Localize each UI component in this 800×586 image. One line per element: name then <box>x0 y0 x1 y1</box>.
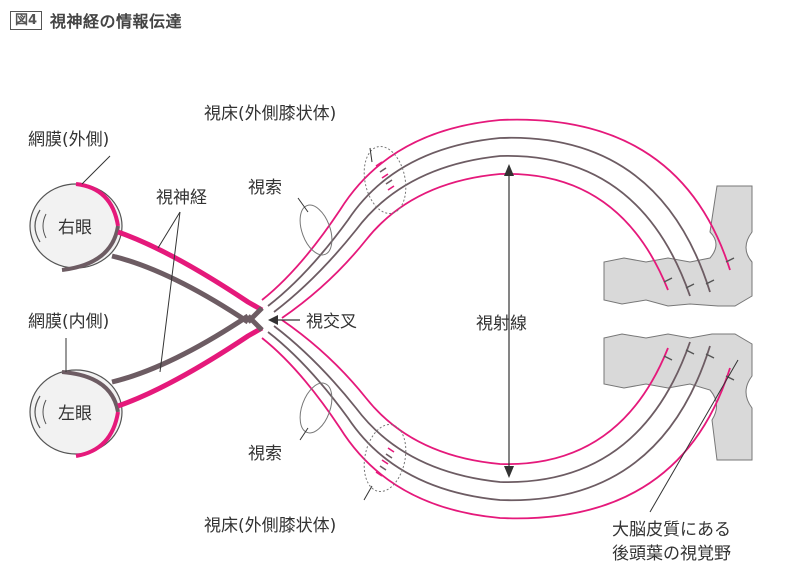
optic-radiation-arrow <box>504 164 514 478</box>
label-optic-tract-bottom: 視索 <box>248 444 282 464</box>
cortex-upper-block <box>603 185 753 307</box>
label-visual-cortex-line2: 後頭葉の視覚野 <box>612 544 731 564</box>
left-eye <box>29 369 123 458</box>
left-retina-inner-arc <box>61 370 120 413</box>
label-optic-nerve: 視神経 <box>156 188 207 208</box>
upper-pathways <box>261 118 731 319</box>
label-visual-cortex-line1: 大脳皮質にある <box>612 520 731 540</box>
label-lgn-top: 視床(外側膝状体) <box>204 104 337 124</box>
figure-header: 図4 視神経の情報伝達 <box>10 8 182 32</box>
label-right-eye: 右眼 <box>58 218 92 238</box>
right-eye <box>29 182 123 272</box>
right-retina-inner-arc <box>61 225 120 272</box>
optic-tract-outlines <box>299 204 333 434</box>
label-lgn-bottom: 視床(外側膝状体) <box>204 516 337 536</box>
label-left-eye: 左眼 <box>58 404 92 424</box>
leader-lines <box>65 147 739 513</box>
label-optic-radiation: 視射線 <box>476 314 527 334</box>
optic-nerves <box>111 229 264 409</box>
lgn-synapse-marks <box>375 161 395 477</box>
label-retina-inner: 網膜(内側) <box>28 312 110 332</box>
left-retina-outer-arc <box>75 411 120 458</box>
lgn-dotted-outlines <box>363 145 407 493</box>
visual-cortex-shape <box>603 185 753 461</box>
label-optic-tract-top: 視索 <box>248 178 282 198</box>
optic-chiasm <box>246 306 264 332</box>
lower-pathways <box>261 319 731 520</box>
figure-number-badge: 図4 <box>10 10 43 30</box>
cortex-synapse-marks <box>663 257 735 381</box>
right-retina-outer-arc <box>75 182 120 227</box>
cortex-lower-block <box>603 333 753 461</box>
figure-title: 視神経の情報伝達 <box>50 12 183 31</box>
label-retina-outer: 網膜(外側) <box>28 130 110 150</box>
label-visual-cortex: 大脳皮質にある 後頭葉の視覚野 <box>612 518 731 566</box>
chiasm-arrow <box>268 315 300 325</box>
label-chiasm: 視交叉 <box>306 312 357 332</box>
